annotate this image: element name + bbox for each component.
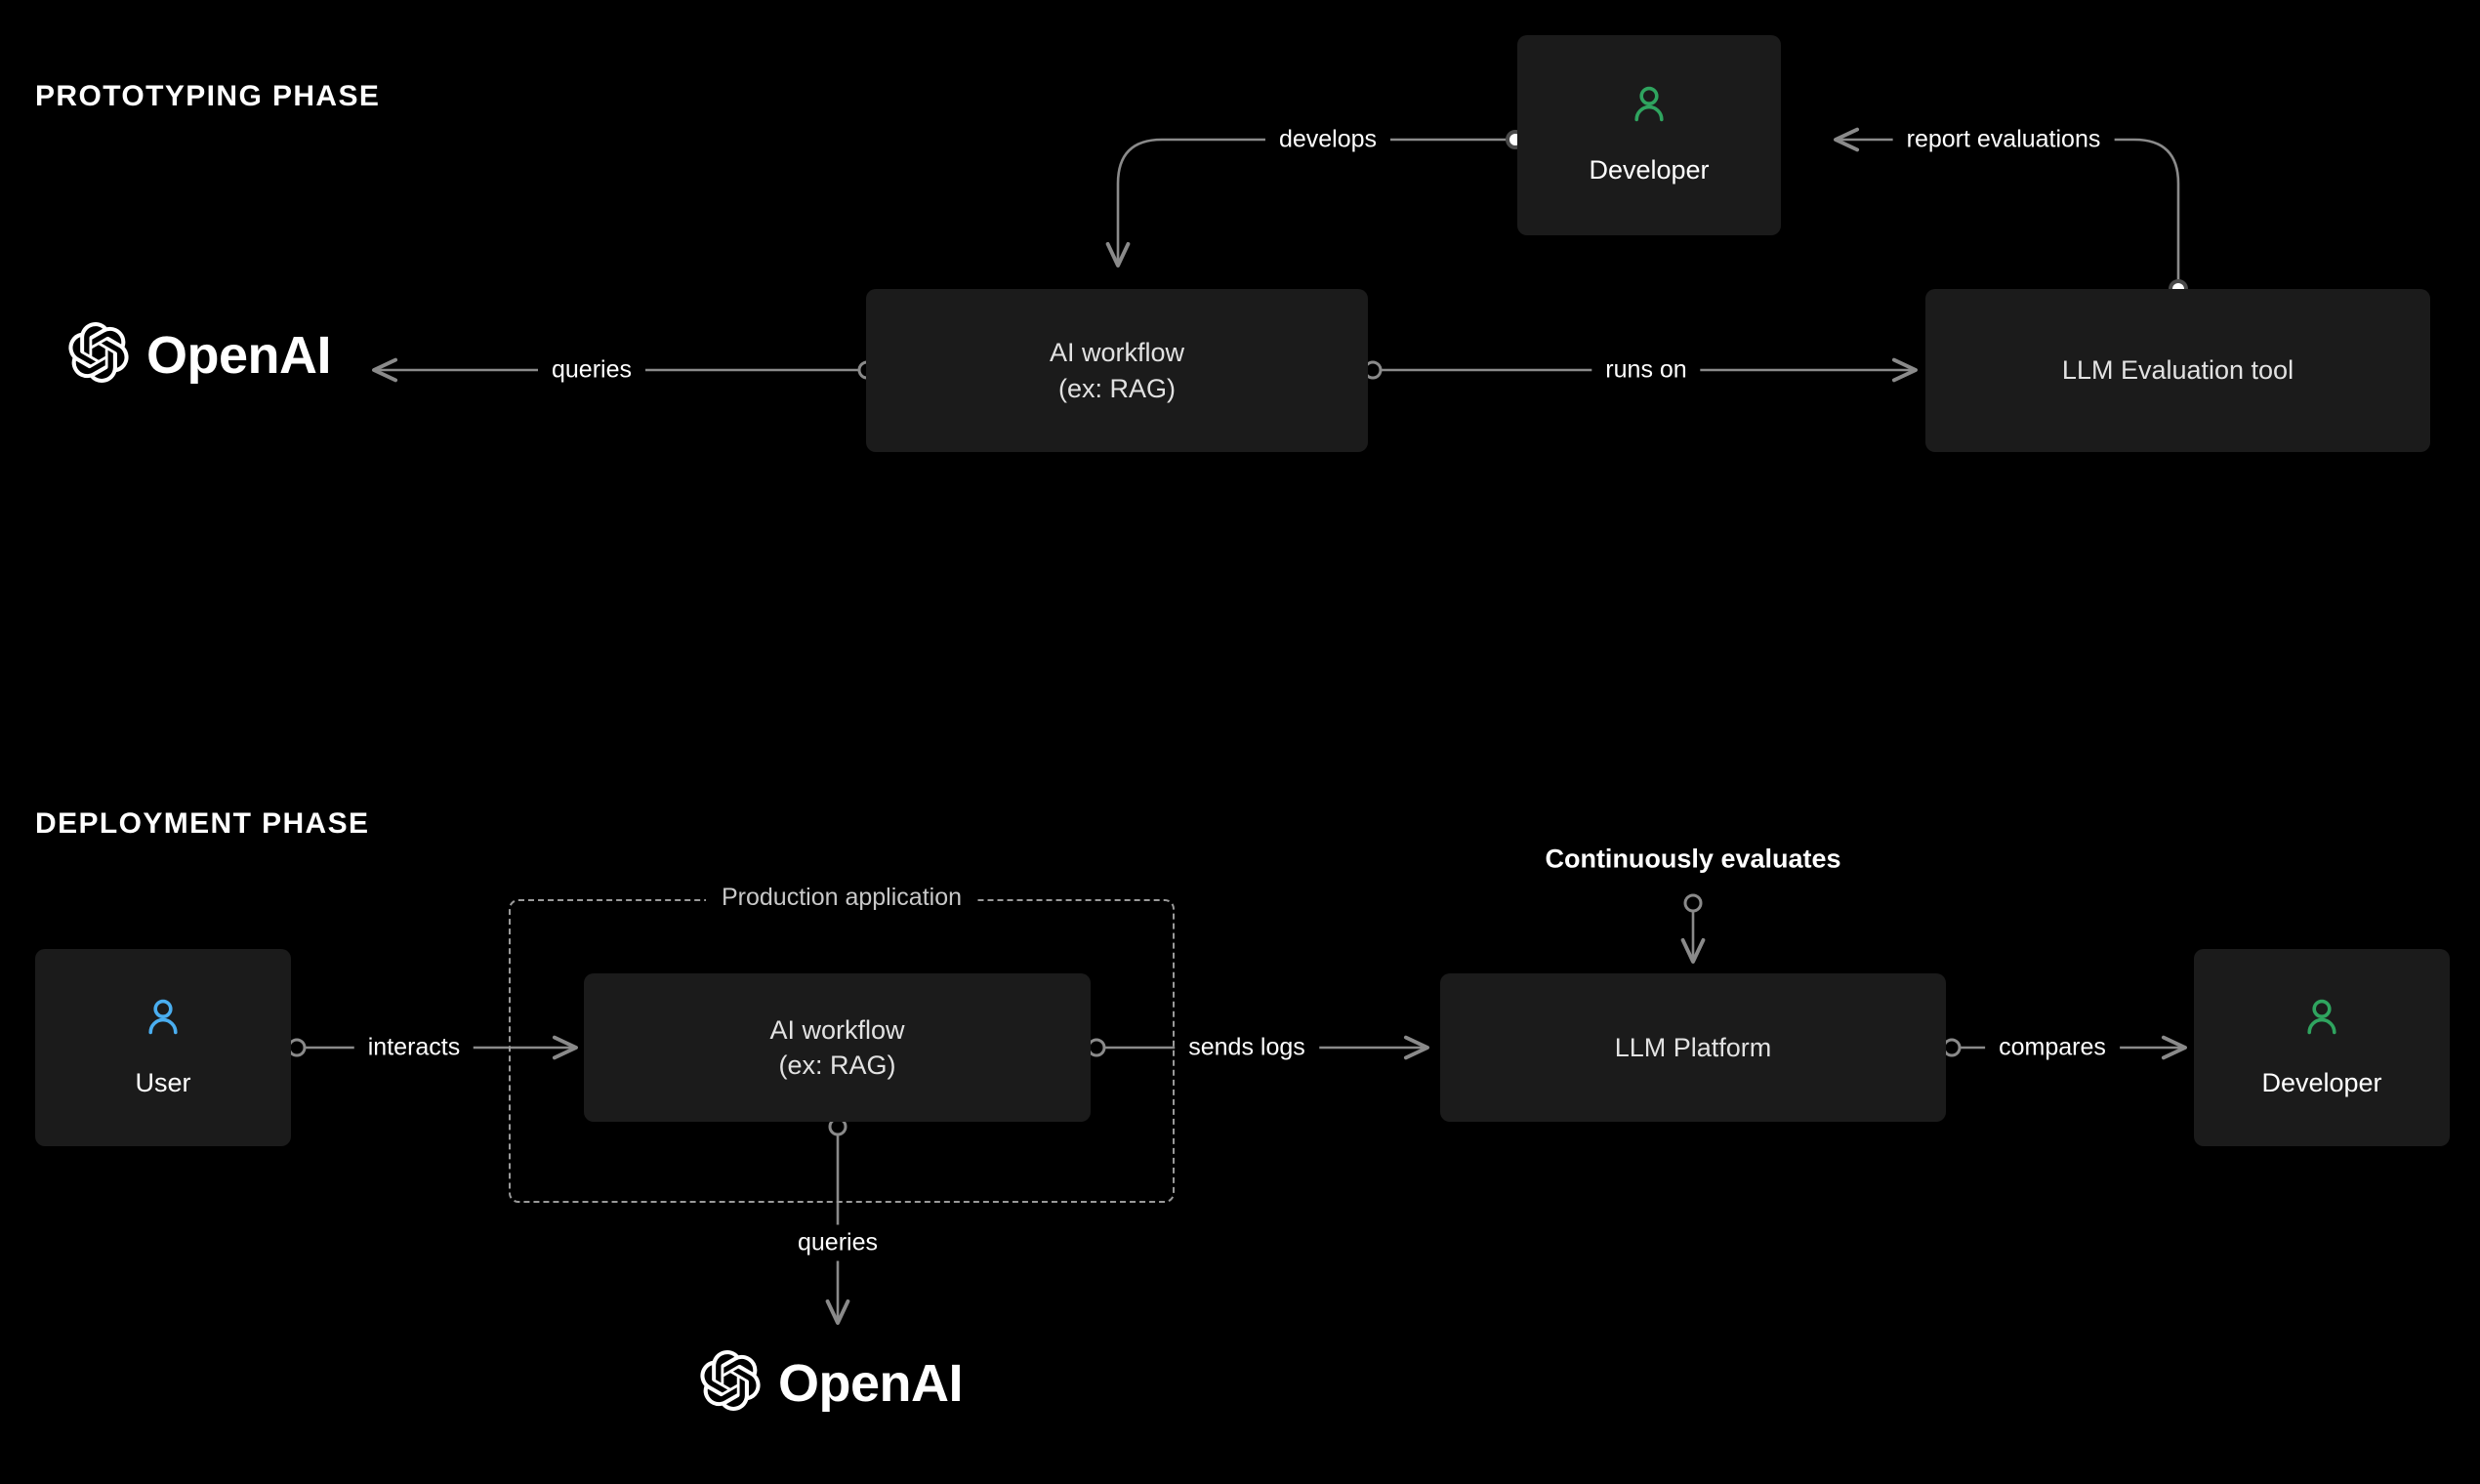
openai-logo-icon [700, 1350, 761, 1416]
edge-label-interacts: interacts [353, 1029, 475, 1066]
node-developer-prototyping[interactable]: Developer [1517, 35, 1781, 235]
edge-label-continuously-evaluates: Continuously evaluates [1535, 842, 1851, 877]
node-label: AI workflow (ex: RAG) [769, 1014, 905, 1080]
node-openai-prototyping[interactable]: OpenAI [68, 322, 332, 388]
node-ai-workflow-production[interactable]: AI workflow (ex: RAG) [584, 973, 1091, 1122]
production-application-label: Production application [706, 884, 977, 912]
production-application-container: Production application [509, 884, 1175, 1203]
edge-proto-report-evaluations [1834, 127, 2188, 299]
section-title-prototyping: PROTOTYPING PHASE [35, 80, 381, 112]
edge-label-queries-prototyping: queries [538, 351, 645, 389]
edge-label-runs-on: runs on [1591, 351, 1701, 389]
edge-label-queries-deployment: queries [784, 1224, 891, 1261]
node-openai-deployment[interactable]: OpenAI [700, 1350, 964, 1416]
edge-label-compares: compares [1985, 1029, 2120, 1066]
section-title-deployment: DEPLOYMENT PHASE [35, 807, 370, 840]
node-label: LLM Platform [1614, 1032, 1772, 1062]
person-icon [2298, 995, 2345, 1042]
node-llm-platform[interactable]: LLM Platform [1440, 973, 1946, 1122]
edge-label-develops: develops [1264, 121, 1391, 158]
node-ai-workflow-prototyping[interactable]: AI workflow (ex: RAG) [866, 289, 1368, 452]
node-label: LLM Evaluation tool [2061, 355, 2294, 386]
edge-label-report-evaluations: report evaluations [1892, 121, 2115, 158]
node-label: Developer [2261, 1067, 2382, 1097]
node-label: AI workflow (ex: RAG) [1049, 338, 1185, 403]
edge-label-sends-logs: sends logs [1175, 1029, 1319, 1066]
node-llm-evaluation-tool[interactable]: LLM Evaluation tool [1925, 289, 2430, 452]
node-label: Developer [1589, 155, 1710, 186]
openai-wordmark: OpenAI [778, 1353, 964, 1413]
person-icon [1626, 82, 1673, 129]
node-developer-deployment[interactable]: Developer [2194, 949, 2450, 1146]
person-icon [140, 995, 186, 1042]
edge-deploy-continuously-evaluates [1680, 893, 1706, 964]
openai-wordmark: OpenAI [146, 325, 332, 385]
openai-logo-icon [68, 322, 129, 388]
node-user[interactable]: User [35, 949, 291, 1146]
node-label: User [135, 1067, 191, 1097]
